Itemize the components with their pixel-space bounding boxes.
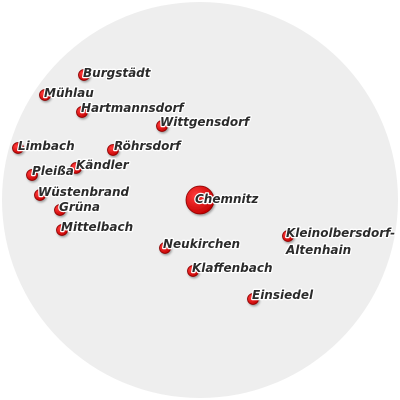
label-einsiedel-line-0: Einsiedel	[252, 288, 314, 302]
label-mittelbach: Mittelbach	[61, 220, 133, 234]
label-roehrsdorf-line-0: Röhrsdorf	[114, 139, 182, 153]
label-hartmannsdorf: Hartmannsdorf	[81, 101, 185, 115]
label-kleinolbersdorf-line-0: Kleinolbersdorf-	[286, 226, 395, 240]
label-burgstaedt: Burgstädt	[83, 66, 152, 80]
label-limbach-line-0: Limbach	[18, 139, 75, 153]
marker-burgstaedt[interactable]	[78, 69, 90, 81]
label-kleinolbersdorf: Kleinolbersdorf- Altenhain	[285, 226, 395, 257]
label-einsiedel: Einsiedel	[252, 288, 314, 302]
marker-layer	[12, 69, 294, 305]
marker-pleissa[interactable]	[26, 169, 38, 181]
label-wittgensdorf: Wittgensdorf	[160, 115, 251, 129]
label-roehrsdorf: Röhrsdorf	[114, 139, 182, 153]
marker-kleinolbersdorf[interactable]	[282, 230, 294, 242]
label-pleissa: Pleißa	[32, 164, 74, 178]
marker-chemnitz[interactable]	[185, 185, 215, 215]
label-muehlau-line-0: Mühlau	[44, 86, 94, 100]
label-wuestenbrand-line-0: Wüstenbrand	[38, 185, 129, 199]
marker-hartmannsdorf[interactable]	[76, 106, 88, 118]
marker-muehlau[interactable]	[39, 89, 51, 101]
marker-gruena[interactable]	[54, 204, 66, 216]
marker-einsiedel[interactable]	[247, 293, 259, 305]
label-chemnitz: Chemnitz	[195, 192, 259, 206]
label-chemnitz-line-0: Chemnitz	[195, 192, 259, 206]
marker-roehrsdorf[interactable]	[107, 144, 119, 156]
label-muehlau: Mühlau	[44, 86, 94, 100]
label-kaendler: Kändler	[76, 158, 130, 172]
marker-klaffenbach[interactable]	[187, 265, 199, 277]
marker-kaendler[interactable]	[70, 162, 82, 174]
label-klaffenbach: Klaffenbach	[192, 261, 273, 275]
label-klaffenbach-line-0: Klaffenbach	[192, 261, 273, 275]
label-neukirchen: Neukirchen	[163, 237, 240, 251]
label-hartmannsdorf-line-0: Hartmannsdorf	[81, 101, 185, 115]
label-mittelbach-line-0: Mittelbach	[61, 220, 133, 234]
marker-neukirchen[interactable]	[159, 242, 171, 254]
label-kleinolbersdorf-line-1: Altenhain	[285, 243, 351, 257]
marker-wittgensdorf[interactable]	[156, 120, 168, 132]
marker-mittelbach[interactable]	[56, 224, 68, 236]
label-kaendler-line-0: Kändler	[76, 158, 130, 172]
label-pleissa-line-0: Pleißa	[32, 164, 74, 178]
label-gruena: Grüna	[59, 200, 100, 214]
label-wuestenbrand: Wüstenbrand	[38, 185, 129, 199]
marker-limbach[interactable]	[12, 142, 24, 154]
label-gruena-line-0: Grüna	[59, 200, 100, 214]
label-layer: Chemnitz BurgstädtMühlauHartmannsdorfWitt…	[17, 65, 397, 303]
label-burgstaedt-line-0: Burgstädt	[83, 66, 152, 80]
label-limbach: Limbach	[18, 139, 75, 153]
label-neukirchen-line-0: Neukirchen	[163, 237, 240, 251]
marker-wuestenbrand[interactable]	[34, 189, 46, 201]
label-wittgensdorf-line-0: Wittgensdorf	[160, 115, 251, 129]
